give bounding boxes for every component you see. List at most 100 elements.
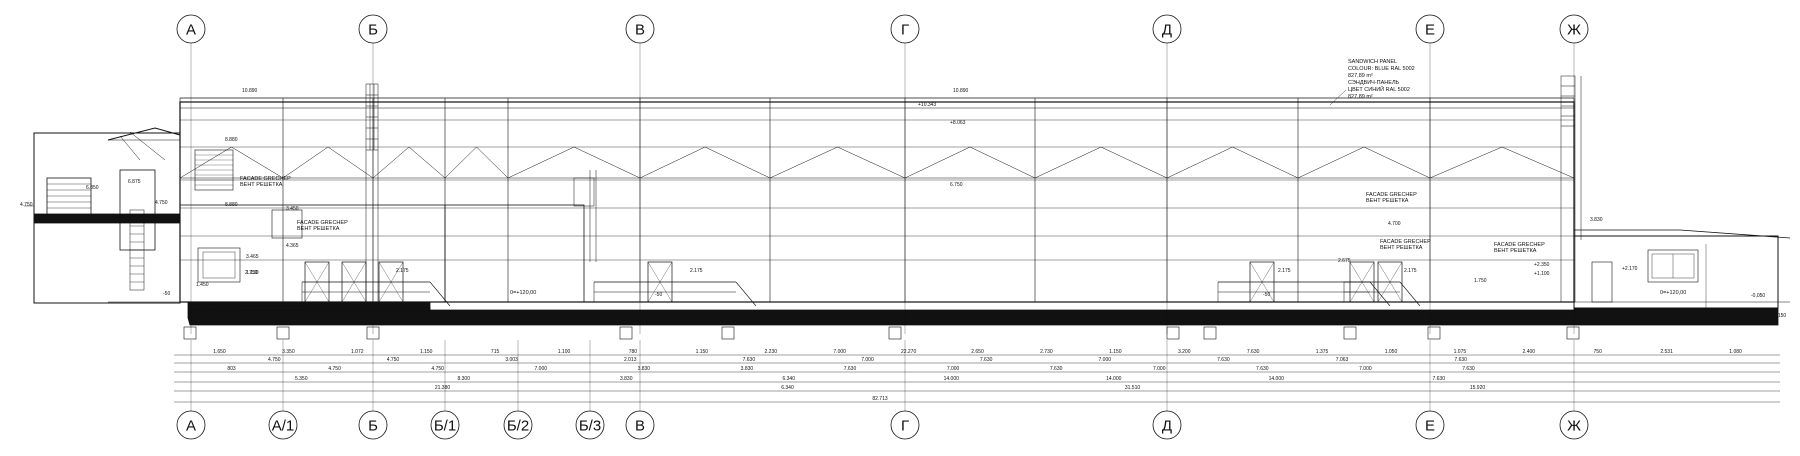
panel-note-line-6: 827,89 m² xyxy=(1348,94,1373,100)
grid-axis-bottom: Б xyxy=(358,340,388,440)
dimension-value: 22.270 xyxy=(901,349,917,355)
grid-axis-bottom: А xyxy=(176,340,206,440)
grid-axis-top: Е xyxy=(1415,14,1445,334)
dimension-value: 1.075 xyxy=(1454,349,1467,355)
facade-note-title: FACADE GRECHEP xyxy=(1366,192,1417,198)
dimension-value: 780 xyxy=(629,349,638,355)
dimension-value: 6.340 xyxy=(781,385,794,391)
dimension-value: 7.063 xyxy=(1336,357,1349,363)
grid-axis-top: Ж xyxy=(1559,14,1589,334)
facade-notes: FACADE GRECHEP ВЕНТ РЕШЕТКА FACADE GRECH… xyxy=(240,176,1686,296)
roof-ladder-left xyxy=(365,83,379,303)
axis-label: В xyxy=(635,418,645,435)
left-annex xyxy=(24,127,181,304)
dimension-value: 1.150 xyxy=(696,349,709,355)
grid-axis-bottom: Д xyxy=(1152,340,1182,440)
dimension-value: 3.200 xyxy=(1178,349,1191,355)
dimension-total: 82.713 xyxy=(872,396,888,402)
left-annex-door xyxy=(46,177,92,217)
level-mark: -50 xyxy=(1263,292,1270,298)
axis-label: Е xyxy=(1425,418,1435,435)
level-mark: 4.365 xyxy=(286,243,299,249)
level-mark: +8.063 xyxy=(950,120,966,126)
facade-note-title: FACADE GRECHEP xyxy=(1494,242,1545,248)
level-mark: 4.750 xyxy=(155,200,168,206)
foundation-footings xyxy=(183,326,1580,340)
axis-label: А xyxy=(186,418,196,435)
level-mark: 2.750 xyxy=(245,270,258,276)
dimension-value: 7.630 xyxy=(1217,357,1230,363)
dimension-value: 1.150 xyxy=(420,349,433,355)
level-mark: +2.350 xyxy=(1534,262,1550,268)
grid-axis-bottom: Е xyxy=(1415,340,1445,440)
building-columns xyxy=(179,98,1575,302)
dimension-value: 7.000 xyxy=(947,366,960,372)
axis-label: Д xyxy=(1162,22,1172,39)
ground-slab xyxy=(108,301,1790,326)
dimension-value: 3.830 xyxy=(741,366,754,372)
axis-label: Б xyxy=(368,22,378,39)
axis-label: Б xyxy=(368,418,378,435)
dimension-value: 1.150 xyxy=(1109,349,1122,355)
level-mark: 2.175 xyxy=(1404,268,1417,274)
dimension-value: 1.050 xyxy=(1385,349,1398,355)
axis-label: А xyxy=(186,22,196,39)
axis-label: Б/2 xyxy=(507,418,529,435)
dimension-lines xyxy=(174,354,1780,403)
dimension-value: 7.000 xyxy=(861,357,874,363)
right-annex-door xyxy=(1591,261,1613,303)
slope-label: 0=+120,00 xyxy=(1660,290,1686,296)
dimension-value: 4.750 xyxy=(268,357,281,363)
axis-label: Е xyxy=(1425,22,1435,39)
axis-label: Б/3 xyxy=(579,418,601,435)
level-mark: 3.830 xyxy=(1590,217,1603,223)
panel-note-line-4: СЭНДВИЧ-ПАНЕЛЬ xyxy=(1348,80,1400,86)
dimension-value: 6.340 xyxy=(782,376,795,382)
grid-axis-bottom: Б/3 xyxy=(575,340,605,440)
dimension-value: 5.350 xyxy=(295,376,308,382)
facade-note-title: FACADE GRECHEP xyxy=(297,220,348,226)
level-mark: -1.150 xyxy=(1772,313,1786,319)
canopy xyxy=(107,127,181,141)
panel-note: SANDWICH PANEL COLOUR: BLUE RAL 5002 827… xyxy=(1348,59,1415,100)
roof-truss xyxy=(179,146,1575,179)
level-mark: 4.700 xyxy=(1388,221,1401,227)
level-mark: 2.175 xyxy=(690,268,703,274)
low-block xyxy=(179,149,585,303)
grid-axis-bottom: А/1 xyxy=(268,340,298,440)
dimension-value: 1.650 xyxy=(213,349,226,355)
grid-axis-top: А xyxy=(176,14,206,334)
grid-axis-top: Г xyxy=(890,14,920,334)
dimension-value: 21.380 xyxy=(435,385,451,391)
dimension-value: 14.000 xyxy=(1106,376,1122,382)
level-mark: 4.750 xyxy=(20,202,33,208)
dimension-value: 1.080 xyxy=(1729,349,1742,355)
dimension-value: 3.830 xyxy=(638,366,651,372)
dimension-value: 1.375 xyxy=(1316,349,1329,355)
level-mark: 1.130 xyxy=(246,270,259,276)
dimension-value: 14.000 xyxy=(1269,376,1285,382)
dimension-value: 1.072 xyxy=(351,349,364,355)
dimension-value: 7.000 xyxy=(1099,357,1112,363)
grid-axis-bottom: Г xyxy=(890,340,920,440)
axis-label: Б/1 xyxy=(434,418,456,435)
dimension-value: 7.630 xyxy=(1462,366,1475,372)
facade-note-sub: ВЕНТ РЕШЕТКА xyxy=(1366,198,1409,204)
level-mark: 1.450 xyxy=(196,282,209,288)
panel-note-line-2: COLOUR: BLUE RAL 5002 xyxy=(1348,66,1415,72)
facade-note-sub: ВЕНТ РЕШЕТКА xyxy=(1380,245,1423,251)
grid-axis-bottom: В xyxy=(625,340,655,440)
axis-label: Г xyxy=(901,22,909,39)
level-mark: +1.100 xyxy=(1534,271,1550,277)
facade-note-sub: ВЕНТ РЕШЕТКА xyxy=(297,226,340,232)
dimension-value: 2.730 xyxy=(1040,349,1053,355)
dimension-value: 14.000 xyxy=(944,376,960,382)
main-building xyxy=(179,97,1575,303)
axis-label: Д xyxy=(1162,418,1172,435)
grid-axis-top: Б xyxy=(358,14,388,334)
panel-note-line-1: SANDWICH PANEL xyxy=(1348,59,1397,65)
